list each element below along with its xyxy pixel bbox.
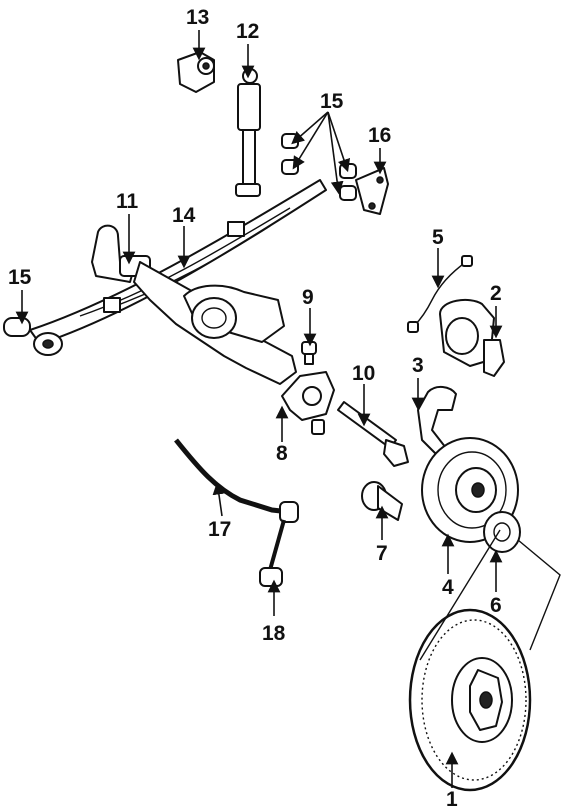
callout-13: 13 — [186, 6, 209, 29]
callout-17: 17 — [208, 518, 231, 541]
brake-caliper-part-2 — [439, 298, 505, 377]
callout-16: 16 — [368, 124, 391, 147]
callout-labels: 13 12 15 16 11 14 5 15 2 9 3 10 8 17 7 4… — [8, 6, 502, 810]
axle-housing — [133, 261, 297, 385]
callout-5: 5 — [432, 226, 444, 249]
callout-6: 6 — [490, 594, 502, 617]
brake-rotor-part-1 — [408, 608, 532, 792]
shock-absorber-part-12 — [235, 68, 261, 197]
callout-10: 10 — [352, 362, 375, 385]
axle-shaft-part-10 — [337, 401, 409, 467]
steering-knuckle-part-8 — [281, 371, 335, 435]
callout-4: 4 — [442, 576, 454, 599]
brake-hose-part-5 — [407, 255, 473, 333]
callout-1: 1 — [446, 788, 458, 810]
callout-7: 7 — [376, 542, 388, 565]
projection-lines — [419, 529, 561, 661]
stabilizer-link-part-18 — [259, 519, 286, 587]
callout-8: 8 — [276, 442, 288, 465]
spring-shackle-part-16 — [355, 167, 389, 215]
callout-15-left: 15 — [8, 266, 32, 289]
callout-2: 2 — [490, 282, 502, 305]
ball-joint-part-9 — [301, 341, 317, 365]
bump-stop-bracket-part-13 — [177, 51, 215, 93]
callout-18: 18 — [262, 622, 286, 645]
callout-15-top: 15 — [320, 90, 344, 113]
callout-11: 11 — [116, 190, 139, 213]
leaf-spring-part-14 — [29, 179, 327, 345]
leader-lines — [15, 30, 503, 788]
callout-14: 14 — [172, 204, 196, 227]
callout-12: 12 — [236, 20, 259, 43]
callout-9: 9 — [302, 286, 314, 309]
callout-3: 3 — [412, 354, 424, 377]
